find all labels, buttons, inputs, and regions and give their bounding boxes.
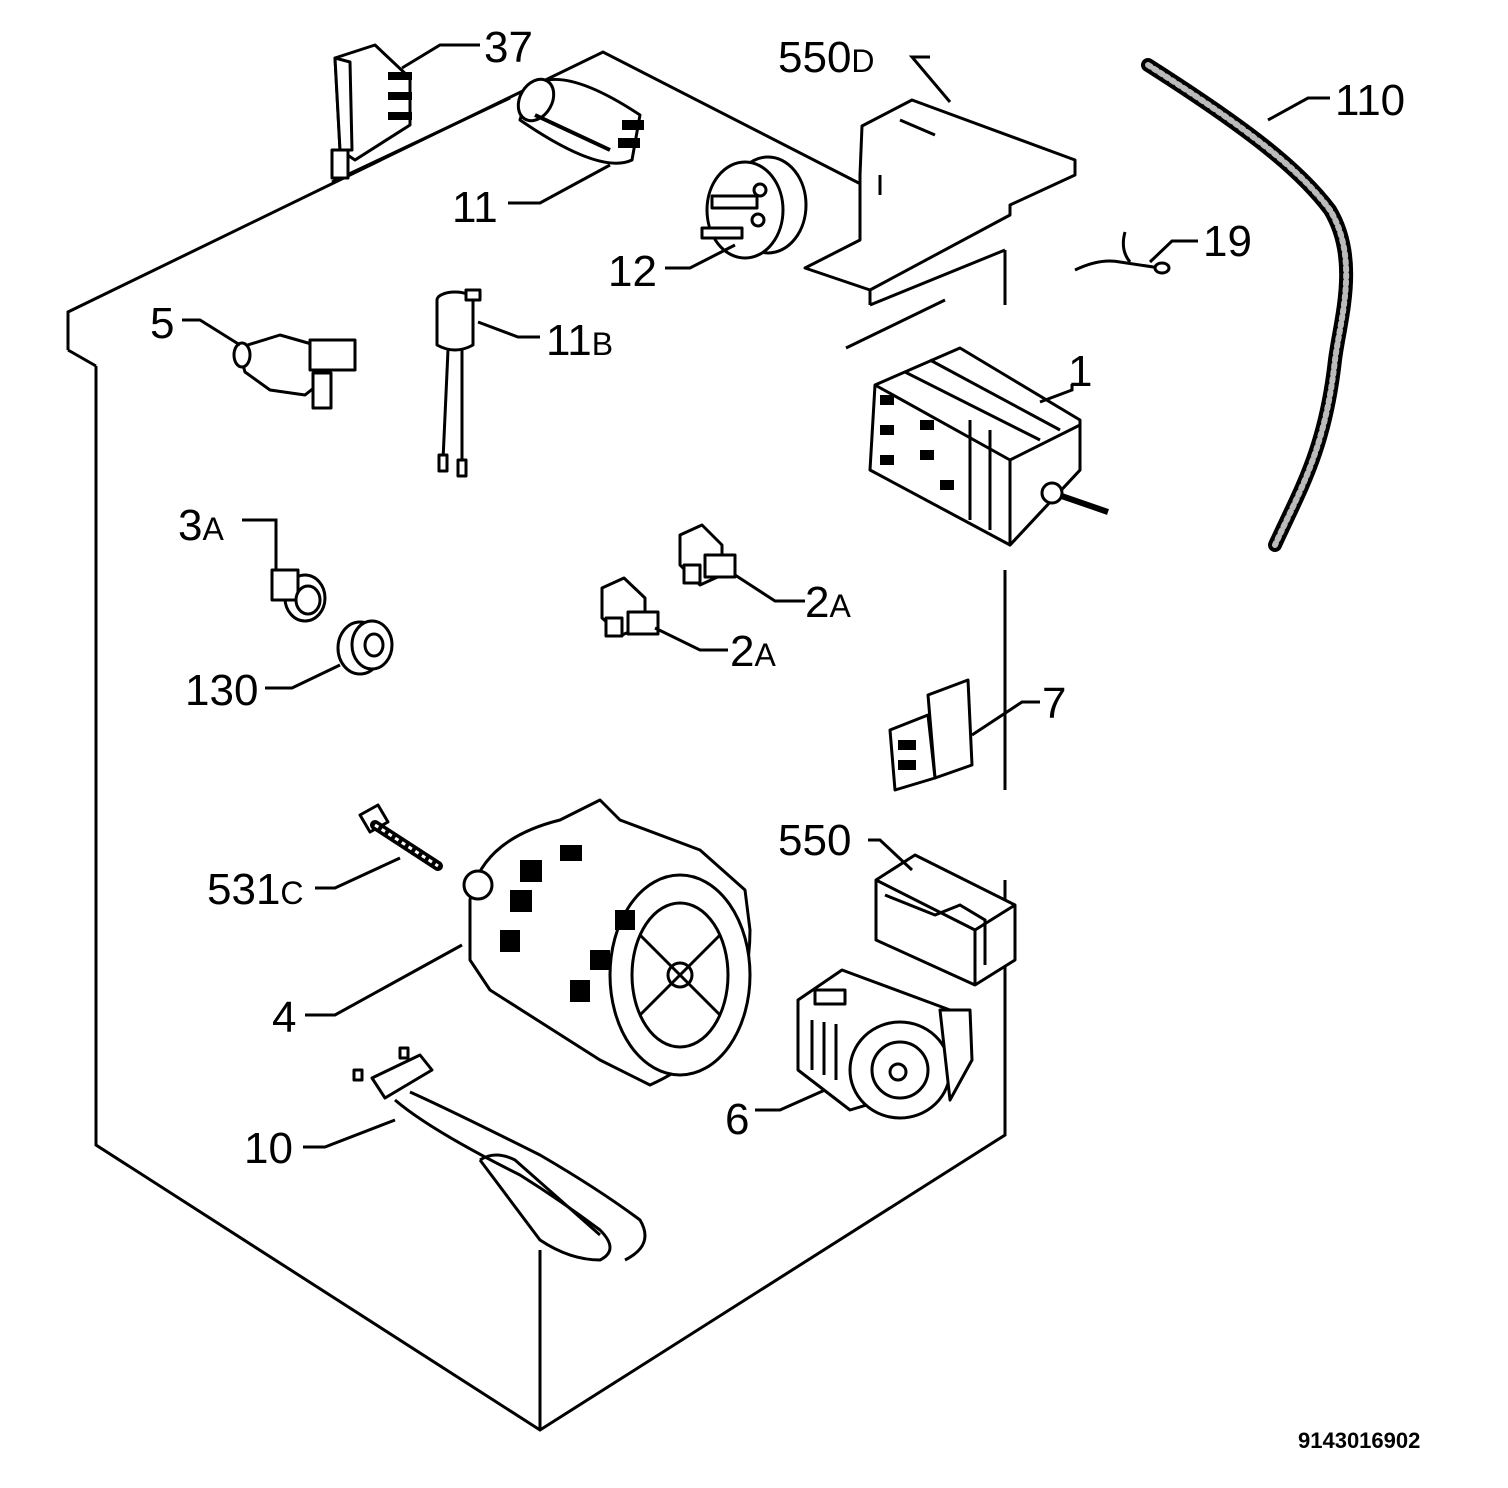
cabinet-outline xyxy=(66,50,1007,1432)
label-7: 7 xyxy=(1042,679,1066,728)
label-531c: 531C xyxy=(207,865,304,914)
capacitor-icon xyxy=(516,77,644,165)
label-4: 4 xyxy=(272,993,296,1042)
connector-icon xyxy=(600,576,660,638)
door-lock-icon xyxy=(888,678,974,792)
terminal-block-icon xyxy=(330,43,412,180)
label-130: 130 xyxy=(185,666,258,715)
label-2a-2: 2A xyxy=(730,627,776,676)
drawing-number: 9143016902 xyxy=(1298,1428,1420,1453)
clip-icon xyxy=(1074,231,1171,275)
pump-cover-icon xyxy=(874,853,1017,987)
screw-icon xyxy=(358,803,443,871)
valve-icon xyxy=(232,333,357,410)
hose-icon xyxy=(1141,58,1354,552)
label-1: 1 xyxy=(1068,347,1092,396)
label-550: 550 xyxy=(778,816,851,865)
pressure-switch-icon xyxy=(700,155,808,260)
suppressor-icon xyxy=(435,288,482,478)
connector-icon xyxy=(678,523,737,587)
drain-pump-icon xyxy=(796,968,974,1120)
timer-icon xyxy=(868,346,1109,547)
label-6: 6 xyxy=(725,1095,749,1144)
heating-element-icon xyxy=(352,1046,647,1262)
label-5: 5 xyxy=(150,299,174,348)
cover-plate-icon xyxy=(803,98,1077,307)
label-11: 11 xyxy=(452,183,498,232)
leader-lines xyxy=(182,43,1330,1149)
label-37: 37 xyxy=(484,23,533,72)
label-12: 12 xyxy=(608,247,657,296)
label-110: 110 xyxy=(1335,76,1405,125)
label-3a: 3A xyxy=(178,501,224,550)
label-10: 10 xyxy=(244,1124,293,1173)
label-19: 19 xyxy=(1203,217,1252,266)
label-550d: 550D xyxy=(778,33,875,82)
label-11b: 11B xyxy=(546,316,613,365)
push-switch-icon xyxy=(270,568,327,623)
part-labels: 37 550D 110 11 12 19 5 11B 1 3A 2A 2A 13… xyxy=(150,23,1405,1173)
label-2a-1: 2A xyxy=(805,578,851,627)
motor-icon xyxy=(462,798,752,1087)
nut-icon xyxy=(336,619,394,676)
